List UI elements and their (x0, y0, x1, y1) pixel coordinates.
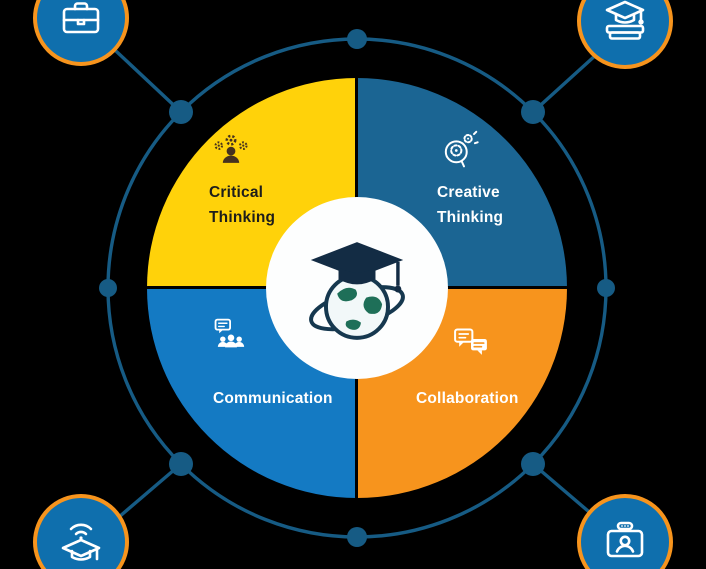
creative-thinking-icon-wrap (439, 130, 479, 175)
briefcase-graduation-icon (62, 2, 100, 34)
ring-node-top-left (169, 100, 193, 124)
ring-node-bottom (347, 527, 367, 547)
collaboration-icon-wrap (451, 324, 491, 369)
quadrant-label-collaboration: Collaboration (416, 390, 519, 407)
online-learning-graduation-icon (61, 523, 101, 561)
ring-node-top (347, 29, 367, 49)
ring-node-bottom-left (169, 452, 193, 476)
head-gears-icon (444, 130, 479, 168)
speech-bubbles-icon (454, 328, 487, 355)
satellite-bottom-right (577, 494, 673, 569)
hub-circle (266, 197, 448, 379)
skills-wheel: Critical Thinking Creative Thinking (147, 78, 567, 498)
video-call-icon (606, 521, 644, 558)
satellite-bottom-left (33, 494, 129, 569)
critical-thinking-icon-wrap (211, 132, 251, 177)
ring-node-bottom-right (521, 452, 545, 476)
quadrant-label-creative-thinking: Creative Thinking (437, 184, 504, 226)
group-chat-icon (214, 318, 245, 348)
books-graduation-icon (605, 0, 645, 40)
person-gears-icon (214, 134, 248, 163)
quadrant-label-communication: Communication (213, 390, 333, 407)
ring-node-right (597, 279, 615, 297)
quadrant-label-critical-thinking: Critical Thinking (209, 184, 276, 226)
ring-node-top-right (521, 100, 545, 124)
communication-icon-wrap (211, 316, 251, 361)
ring-node-left (99, 279, 117, 297)
graduation-cap-globe-icon (309, 242, 405, 340)
satellite-top-right (577, 0, 673, 69)
